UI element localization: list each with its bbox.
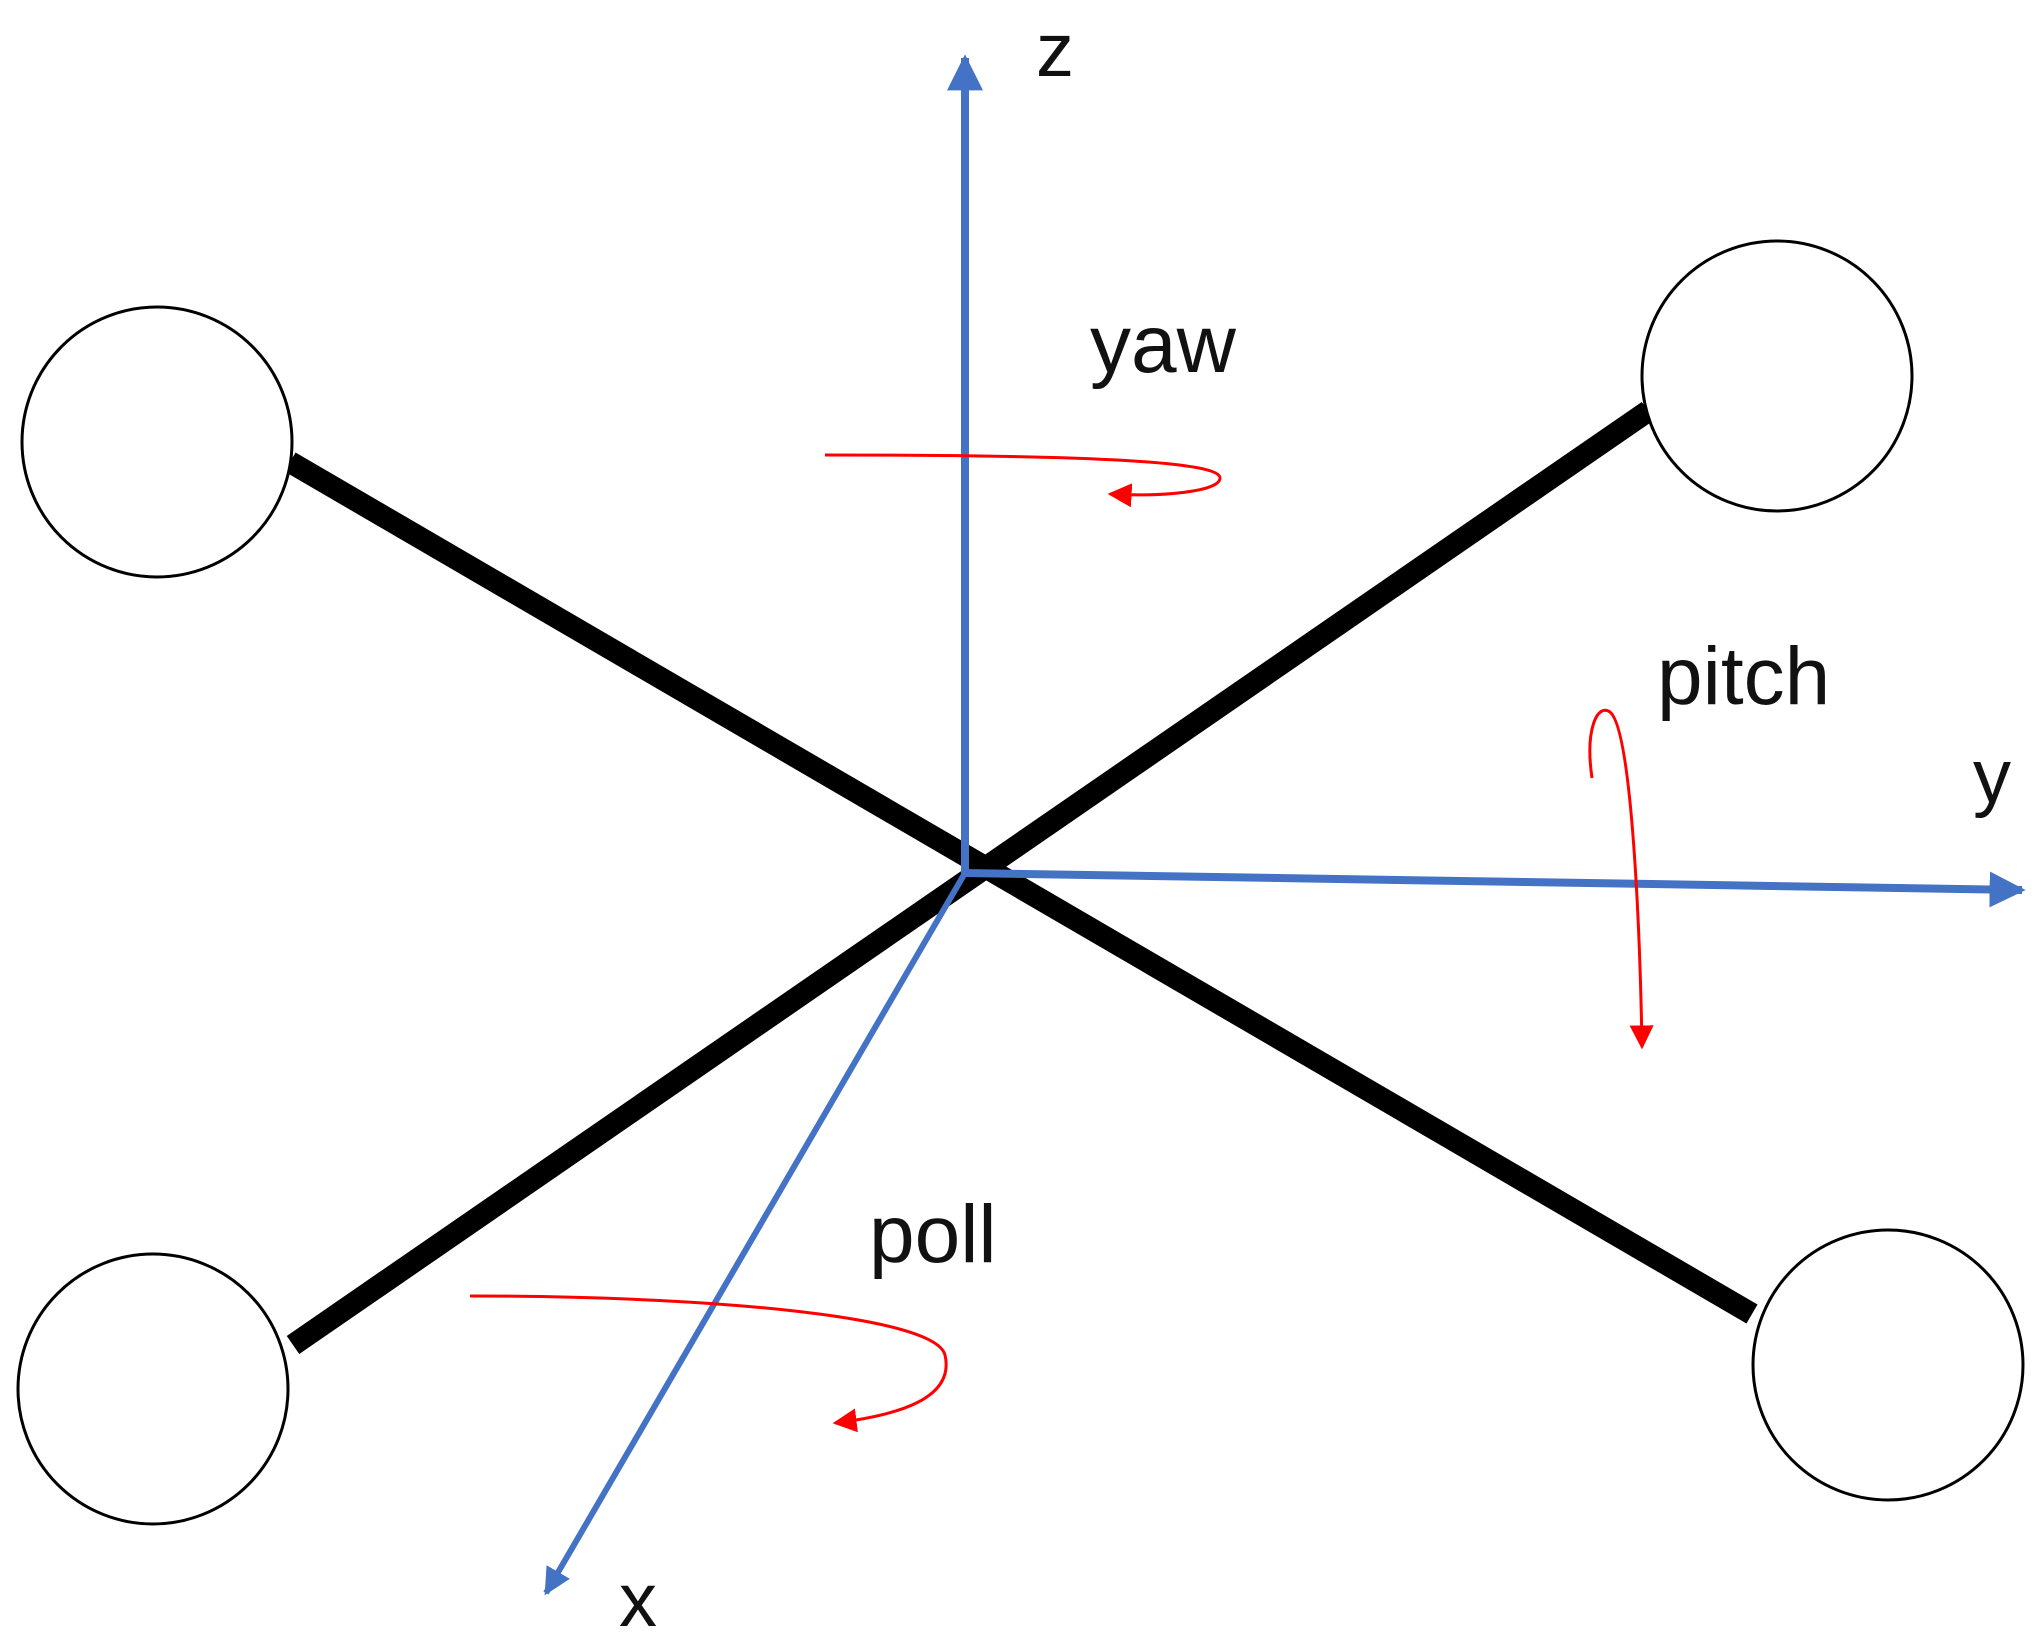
roll-label: poll bbox=[869, 1189, 997, 1280]
x-axis-label: x bbox=[619, 1558, 657, 1643]
x-axis-arrow bbox=[543, 871, 968, 1596]
yaw-label: yaw bbox=[1090, 299, 1237, 390]
rotor-bottom-right bbox=[1751, 1228, 2025, 1502]
z-axis-label: z bbox=[1036, 8, 1074, 93]
y-axis-arrow bbox=[964, 869, 2026, 908]
arm-front-left bbox=[284, 452, 1758, 1324]
y-axis-label: y bbox=[1973, 734, 2011, 819]
roll-rotation-arrow bbox=[469, 1294, 948, 1433]
rotor-top-left bbox=[20, 305, 294, 579]
rotor-bottom-left bbox=[16, 1252, 290, 1526]
yaw-rotation-arrow bbox=[824, 453, 1222, 508]
arm-rear-right bbox=[286, 401, 1655, 1355]
rotor-top-right bbox=[1640, 239, 1914, 513]
pitch-label: pitch bbox=[1657, 631, 1830, 722]
pitch-rotation-arrow bbox=[1588, 708, 1654, 1050]
